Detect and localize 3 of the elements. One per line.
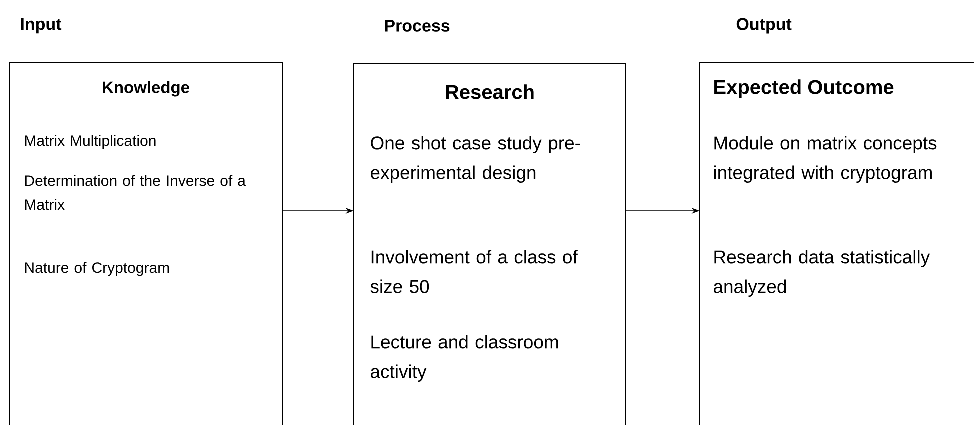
process-box: Process Research One shot case study pre-experimental design Involvement of a class of size 50 Lecture and classroom activity xyxy=(354,20,626,425)
process-box: Input Knowledge Matrix Multiplication Determination of the Inverse of a Matrix Nature of Cryptogram xyxy=(10,18,284,425)
process-box: Output Expected Outcome Module on matrix concepts integrated with cryptogram Research data statistically analyzed xyxy=(700,18,974,425)
